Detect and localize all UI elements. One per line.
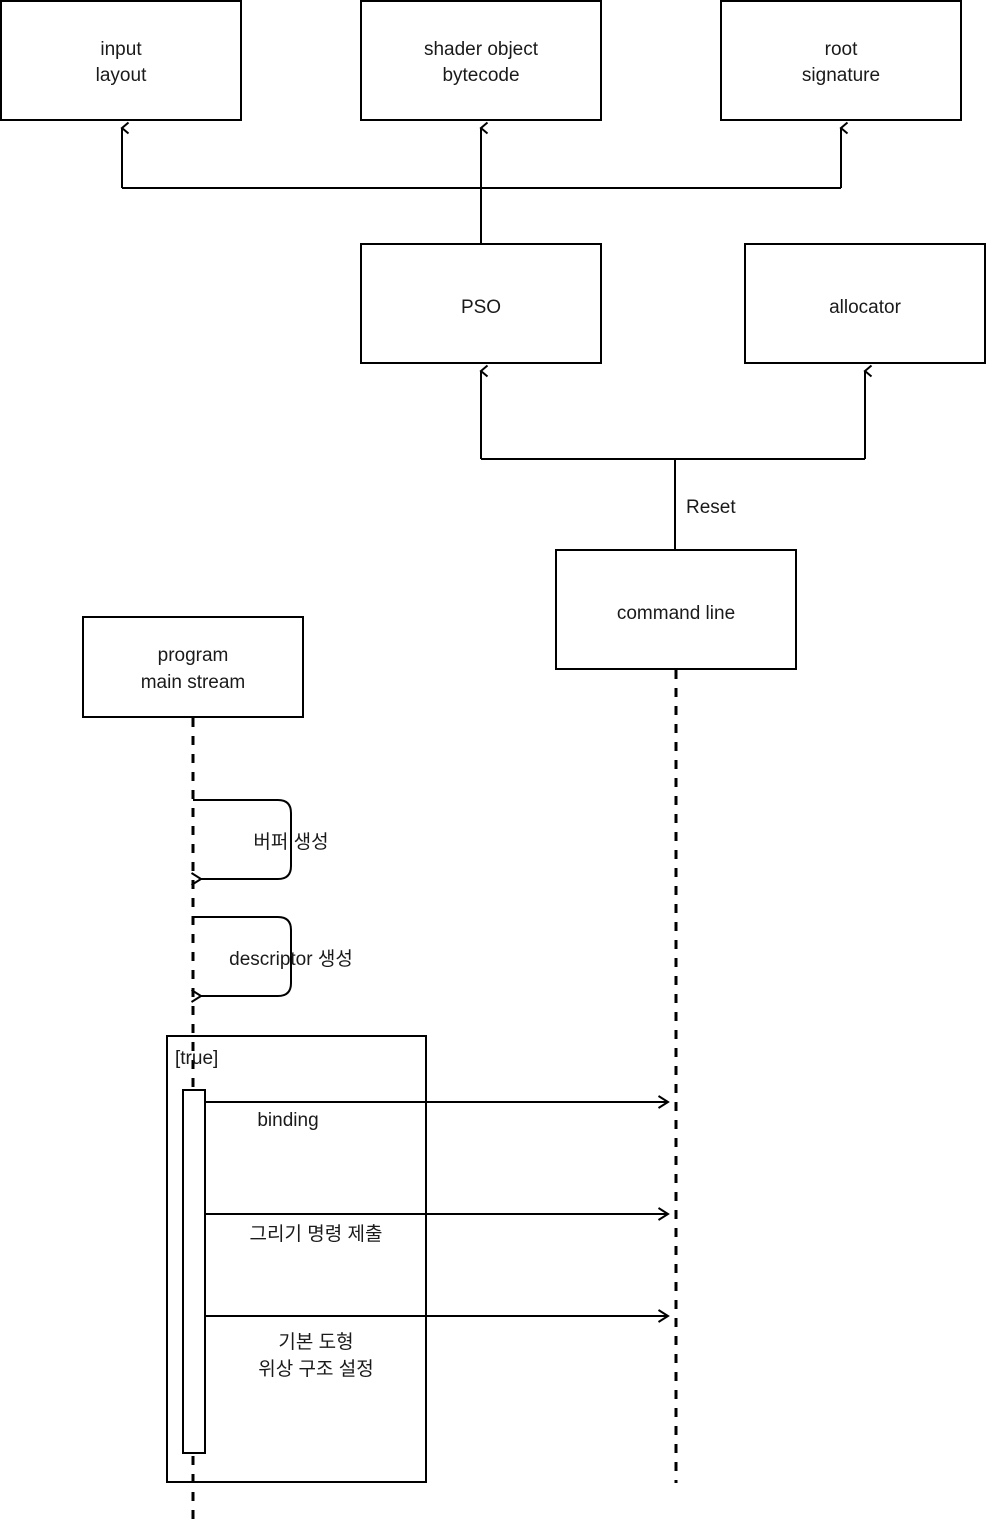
object-box-root-signature[interactable]: root signature [720, 0, 962, 121]
object-label-program-main-stream-line1: program [158, 645, 229, 666]
message-binding-label: binding [257, 1110, 318, 1131]
self-message-buffer-create-arrow [190, 799, 292, 886]
message-submit-draw-command-label: 그리기 명령 제출 [250, 1223, 383, 1245]
object-box-command-line[interactable]: command line [555, 549, 797, 670]
self-message-descriptor-create-label: descriptor 생성 [229, 948, 353, 970]
combined-fragment-true[interactable]: [true] [166, 1035, 427, 1483]
self-message-descriptor-create[interactable]: descriptor 생성 [190, 916, 353, 1003]
object-box-input-layout[interactable]: input layout [0, 0, 242, 121]
object-label-allocator: allocator [829, 297, 901, 318]
object-box-shader-object-bytecode[interactable]: shader object bytecode [360, 0, 602, 121]
object-box-program-main-stream[interactable]: program main stream [82, 616, 304, 718]
message-submit-draw-command[interactable]: 그리기 명령 제출 [205, 1207, 670, 1245]
object-label-command-line: command line [617, 603, 735, 624]
object-label-shader-object-line1: shader object [424, 39, 539, 60]
object-label-input-layout-line1: input [100, 39, 142, 60]
message-binding[interactable]: binding [205, 1095, 670, 1131]
self-message-buffer-create-label: 버퍼 생성 [253, 831, 328, 853]
message-set-primitive-topology-label-line2: 위상 구조 설정 [258, 1358, 373, 1380]
object-label-program-main-stream-line2: main stream [141, 672, 246, 693]
self-message-buffer-create[interactable]: 버퍼 생성 [190, 799, 329, 886]
combined-fragment-guard-label: [true] [175, 1048, 218, 1069]
object-label-root-signature-line1: root [825, 39, 858, 60]
object-label-pso: PSO [461, 297, 501, 318]
object-box-allocator[interactable]: allocator [744, 243, 986, 364]
self-message-descriptor-create-arrow [190, 916, 292, 1003]
edge-label-reset: Reset [686, 497, 736, 518]
object-label-shader-object-line2: bytecode [442, 65, 519, 86]
activation-bar-program-main-stream [182, 1089, 206, 1454]
message-set-primitive-topology[interactable]: 기본 도형 위상 구조 설정 [205, 1309, 670, 1380]
object-box-pso[interactable]: PSO [360, 243, 602, 364]
object-label-root-signature-line2: signature [802, 65, 880, 86]
object-label-input-layout-line2: layout [96, 65, 147, 86]
message-set-primitive-topology-label-line1: 기본 도형 [278, 1331, 353, 1353]
